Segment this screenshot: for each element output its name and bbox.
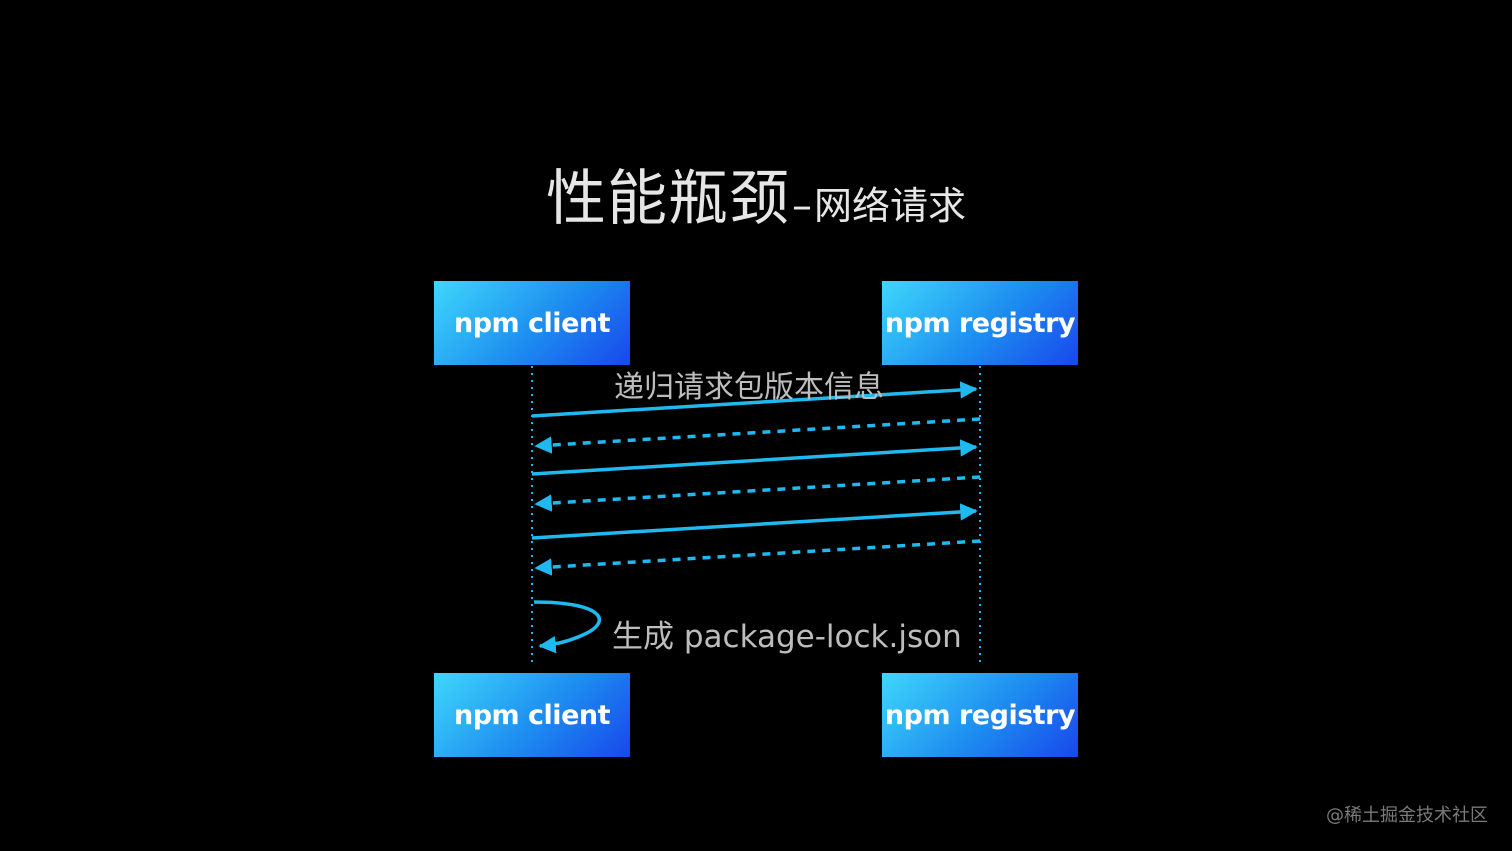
- response-arrow-3: [534, 539, 981, 576]
- registry-label-top: npm registry: [884, 307, 1076, 339]
- recursive-request-label: 递归请求包版本信息: [614, 370, 884, 405]
- request-arrow-2: [531, 439, 978, 476]
- watermark: @稀土掘金技术社区: [1326, 805, 1488, 826]
- client-label-bottom: npm client: [453, 699, 611, 731]
- client-box-bottom: npm client: [434, 673, 630, 757]
- self-call-arrow: [533, 600, 602, 654]
- response-arrow-2: [534, 475, 981, 512]
- registry-label-bottom: npm registry: [884, 699, 1076, 731]
- registry-box-bottom: npm registry: [882, 673, 1078, 757]
- response-arrow-1: [534, 417, 981, 454]
- title-main: 性能瓶颈: [545, 164, 790, 234]
- request-arrow-1: [531, 381, 978, 418]
- generate-lock-label: 生成 package-lock.json: [612, 619, 962, 655]
- client-box-top: npm client: [434, 281, 630, 365]
- registry-box-top: npm registry: [882, 281, 1078, 365]
- slide-title: 性能瓶颈–网络请求: [0, 150, 1512, 237]
- request-arrow-3: [531, 503, 978, 540]
- title-separator: –: [791, 183, 812, 229]
- title-subtitle: 网络请求: [813, 184, 966, 228]
- client-label-top: npm client: [453, 307, 611, 339]
